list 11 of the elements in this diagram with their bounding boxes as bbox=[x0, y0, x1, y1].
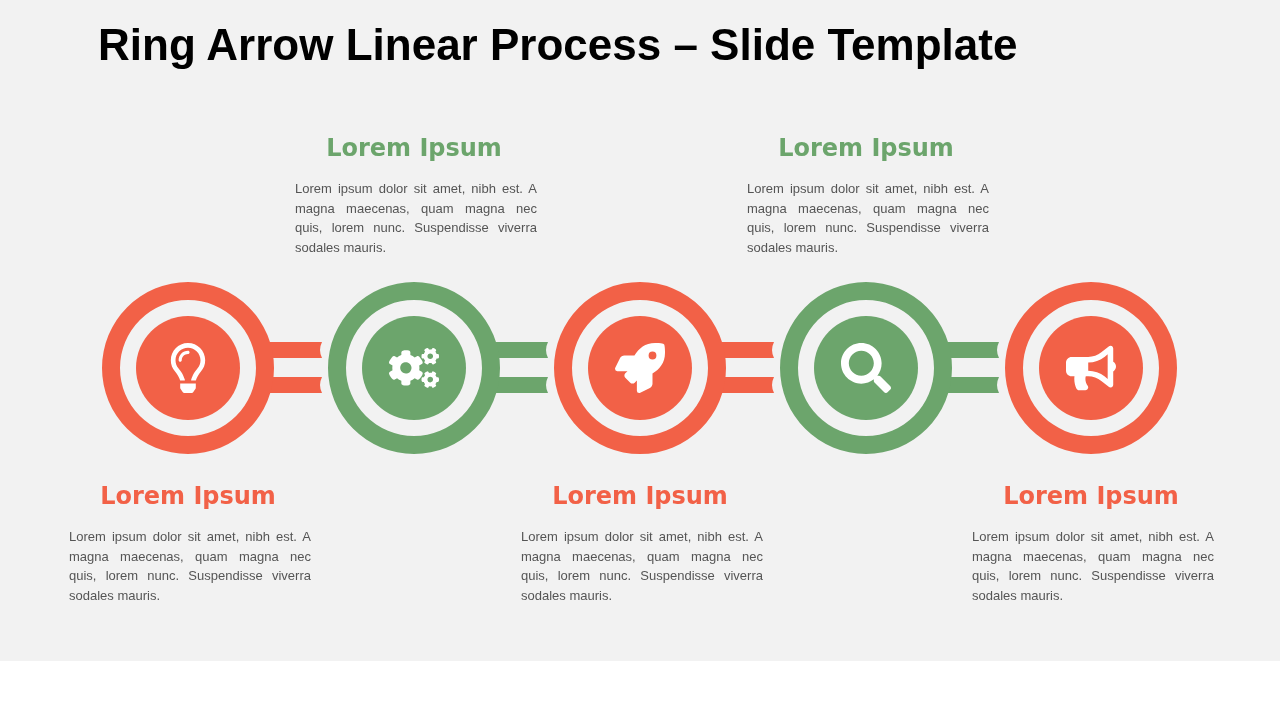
slide-title: Ring Arrow Linear Process – Slide Template bbox=[98, 20, 1018, 70]
step-heading: Lorem Ipsum bbox=[1002, 482, 1180, 510]
step-description: Lorem ipsum dolor sit amet, nibh est. A magna maecenas, quam magna nec quis, lorem nunc. Suspendisse viverra sodales mauris. bbox=[972, 528, 1214, 605]
step-description: Lorem ipsum dolor sit amet, nibh est. A magna maecenas, quam magna nec quis, lorem nunc. Suspendisse viverra sodales mauris. bbox=[69, 528, 311, 605]
step-heading: Lorem Ipsum bbox=[99, 482, 277, 510]
step-description: Lorem ipsum dolor sit amet, nibh est. A magna maecenas, quam magna nec quis, lorem nunc. Suspendisse viverra sodales mauris. bbox=[295, 180, 537, 257]
step-heading: Lorem Ipsum bbox=[325, 134, 503, 162]
step-heading: Lorem Ipsum bbox=[551, 482, 729, 510]
step-description: Lorem ipsum dolor sit amet, nibh est. A magna maecenas, quam magna nec quis, lorem nunc. Suspendisse viverra sodales mauris. bbox=[521, 528, 763, 605]
step-description: Lorem ipsum dolor sit amet, nibh est. A magna maecenas, quam magna nec quis, lorem nunc. Suspendisse viverra sodales mauris. bbox=[747, 180, 989, 257]
step-heading: Lorem Ipsum bbox=[777, 134, 955, 162]
